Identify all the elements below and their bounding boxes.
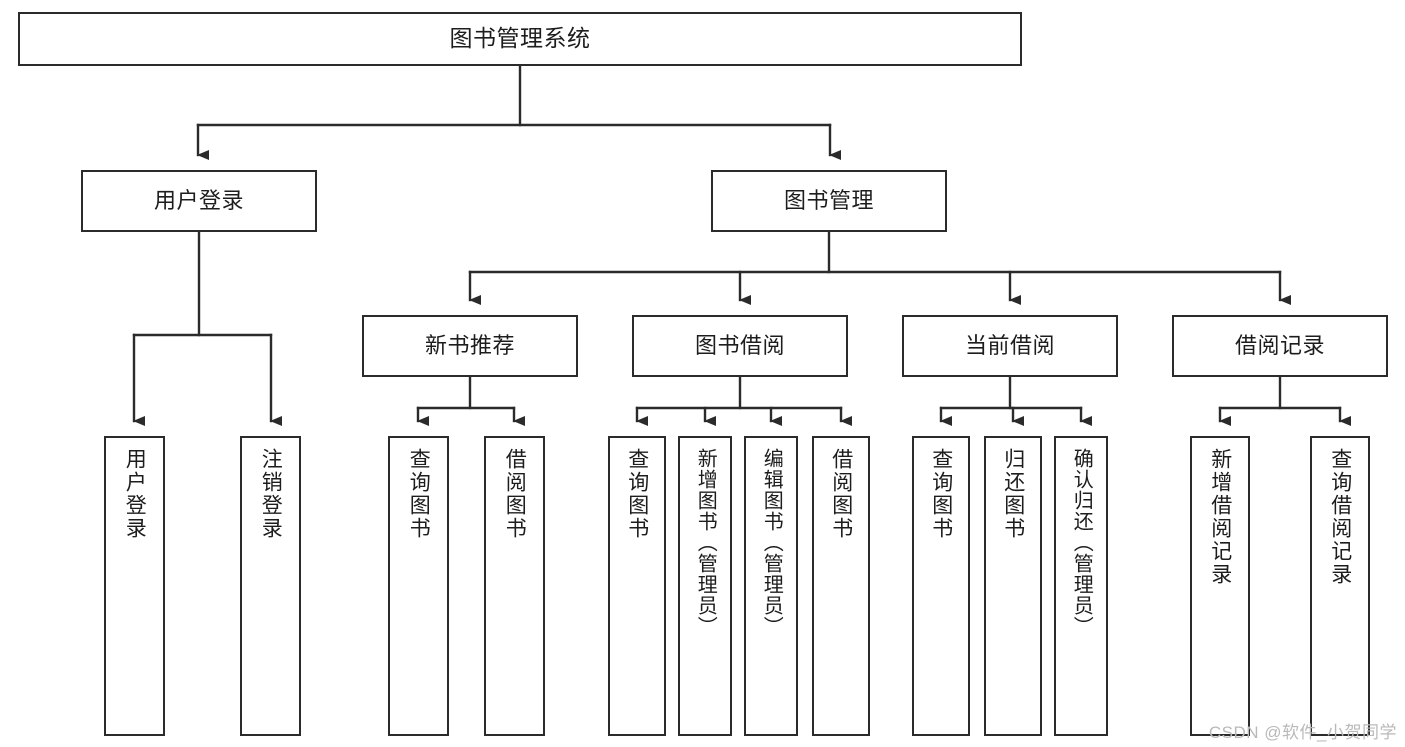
node-current-borrow[interactable]: 当前借阅 — [902, 315, 1118, 377]
node-borrow-record[interactable]: 借阅记录 — [1172, 315, 1388, 377]
node-label: 查询图书 — [407, 448, 431, 540]
node-leaf-current-query-book[interactable]: 查询图书 — [912, 436, 970, 736]
node-label: 注销登录 — [259, 448, 283, 540]
node-book-borrow[interactable]: 图书借阅 — [632, 315, 848, 377]
node-label: 新书推荐 — [424, 333, 515, 359]
node-label: 图书借阅 — [694, 333, 785, 359]
node-label: 查询借阅记录 — [1328, 448, 1352, 586]
node-leaf-borrow-add-book-admin[interactable]: 新增图书（管理员） — [678, 436, 732, 736]
node-leaf-user-logout[interactable]: 注销登录 — [240, 436, 301, 736]
node-label: 查询图书 — [929, 448, 953, 540]
node-label: 新增图书（管理员） — [694, 448, 717, 637]
node-label: 借阅记录 — [1234, 333, 1325, 359]
node-leaf-user-login[interactable]: 用户登录 — [104, 436, 165, 736]
node-label: 查询图书 — [625, 448, 649, 540]
node-label: 确认归还（管理员） — [1070, 448, 1093, 637]
node-leaf-borrow-borrow-book[interactable]: 借阅图书 — [812, 436, 870, 736]
node-leaf-current-confirm-return-admin[interactable]: 确认归还（管理员） — [1054, 436, 1108, 736]
node-leaf-current-return-book[interactable]: 归还图书 — [984, 436, 1042, 736]
node-label: 当前借阅 — [964, 333, 1055, 359]
node-label: 借阅图书 — [503, 448, 527, 540]
node-leaf-borrow-query-book[interactable]: 查询图书 — [608, 436, 666, 736]
node-label: 用户登录 — [123, 448, 147, 540]
node-label: 用户登录 — [153, 188, 244, 214]
node-leaf-new-borrow-book[interactable]: 借阅图书 — [484, 436, 545, 736]
node-leaf-record-add[interactable]: 新增借阅记录 — [1190, 436, 1250, 736]
node-label: 图书管理系统 — [449, 25, 591, 52]
node-leaf-new-query-book[interactable]: 查询图书 — [388, 436, 449, 736]
node-leaf-record-query[interactable]: 查询借阅记录 — [1310, 436, 1370, 736]
node-new-book-recommend[interactable]: 新书推荐 — [362, 315, 578, 377]
node-label: 归还图书 — [1001, 448, 1025, 540]
watermark: CSDN @软件_小贺同学 — [1208, 723, 1397, 742]
node-leaf-borrow-edit-book-admin[interactable]: 编辑图书（管理员） — [744, 436, 798, 736]
node-label: 图书管理 — [783, 188, 874, 214]
node-label: 编辑图书（管理员） — [760, 448, 783, 637]
node-label: 借阅图书 — [829, 448, 853, 540]
node-label: 新增借阅记录 — [1208, 448, 1232, 586]
node-root-system[interactable]: 图书管理系统 — [18, 12, 1022, 66]
node-user-login-module[interactable]: 用户登录 — [81, 170, 317, 232]
node-book-management-module[interactable]: 图书管理 — [711, 170, 947, 232]
